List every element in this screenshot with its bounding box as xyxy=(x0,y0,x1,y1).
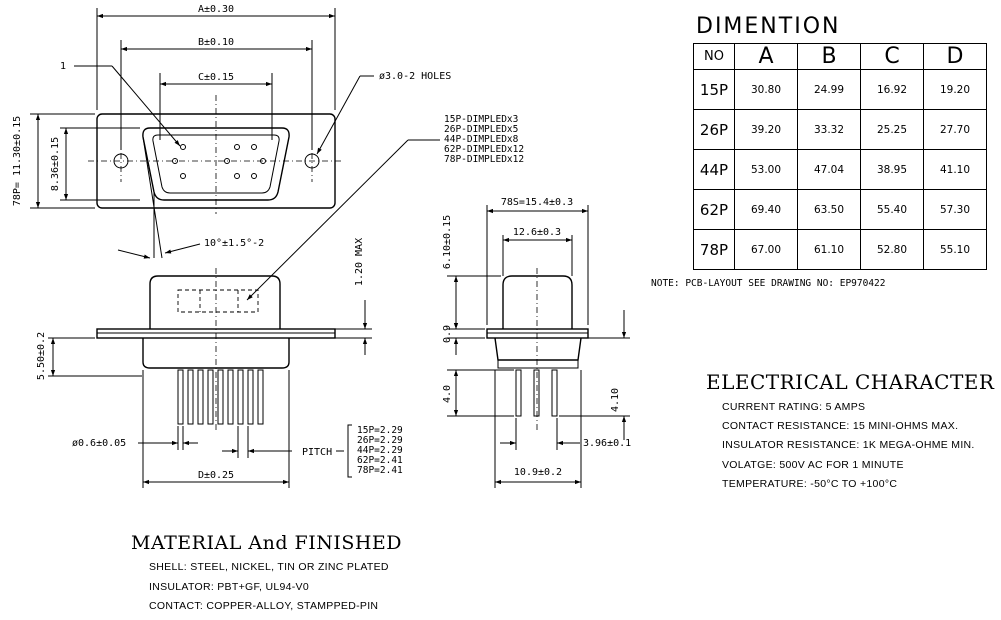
table-cell: 26P xyxy=(693,109,735,150)
column-header: A xyxy=(734,43,798,70)
pitch-value: 44P=2.29 xyxy=(357,445,403,456)
base-width-label: 10.9±0.2 xyxy=(514,467,562,478)
table-row: 44P 53.00 47.04 38.95 41.10 xyxy=(693,149,987,190)
electrical-line: INSULATOR RESISTANCE: 1K MEGA-OHME MIN. xyxy=(722,439,975,452)
table-cell: 38.95 xyxy=(860,149,924,190)
side-view: 78S=15.4±0.3 12.6±0.3 6.10±0.15 0.9 4.0 xyxy=(442,197,631,488)
table-cell: 27.70 xyxy=(923,109,987,150)
front-view: A±0.30 B±0.10 C±0.15 1 xyxy=(12,4,524,301)
pitch-value: 26P=2.29 xyxy=(357,435,403,446)
width-shell-label: 12.6±0.3 xyxy=(513,227,561,238)
dimpled-note: 44P-DIMPLEDx8 xyxy=(444,134,519,145)
dimpled-note: 15P-DIMPLEDx3 xyxy=(444,114,518,125)
material-line: INSULATOR: PBT+GF, UL94-V0 xyxy=(149,580,310,593)
height-inner-label: 8.36±0.15 xyxy=(50,137,61,191)
pcb-layout-note: NOTE: PCB-LAYOUT SEE DRAWING NO: EP97042… xyxy=(651,278,886,289)
table-header-row: NO A B C D xyxy=(693,43,987,70)
dimpled-note: 26P-DIMPLEDx5 xyxy=(444,124,518,135)
holes-label: ø3.0-2 HOLES xyxy=(379,71,451,82)
table-cell: 57.30 xyxy=(923,189,987,230)
electrical-line: TEMPERATURE: -50°C TO +100°C xyxy=(722,477,898,490)
pitch-value: 15P=2.29 xyxy=(357,425,403,436)
width-78s-label: 78S=15.4±0.3 xyxy=(501,197,573,208)
material-section: MATERIAL And FINISHED SHELL: STEEL, NICK… xyxy=(131,532,402,620)
dim-b-label: B±0.10 xyxy=(198,37,234,48)
table-cell: 25.25 xyxy=(860,109,924,150)
table-row: 26P 39.20 33.32 25.25 27.70 xyxy=(693,109,987,150)
material-title: MATERIAL And FINISHED xyxy=(131,532,403,554)
pin-length-label: 4.0 xyxy=(442,385,453,403)
table-cell: 78P xyxy=(693,229,735,270)
table-cell: 67.00 xyxy=(734,229,798,270)
table-cell: 53.00 xyxy=(734,149,798,190)
flange-thickness-label: 0.9 xyxy=(442,325,453,343)
dimpled-notes: 15P-DIMPLEDx3 26P-DIMPLEDx5 44P-DIMPLEDx… xyxy=(444,114,524,165)
table-cell: 33.32 xyxy=(797,109,861,150)
electrical-section: ELECTRICAL CHARACTER CURRENT RATING: 5 A… xyxy=(706,370,994,497)
contact-pins-front xyxy=(172,144,266,179)
table-cell: 41.10 xyxy=(923,149,987,190)
dimension-table-block: DIMENTION NO A B C D 15P 30.80 24.99 16.… xyxy=(693,14,987,270)
pitch-label: PITCH xyxy=(302,447,332,458)
table-cell: 44P xyxy=(693,149,735,190)
bottom-view: 1.20 MAX 5.50±0.2 ø0.6±0.05 PITCH 15P=2.… xyxy=(36,238,403,488)
angle-label: 10°±1.5°-2 xyxy=(204,238,264,249)
flange-offset-label: 5.50±0.2 xyxy=(36,332,47,380)
table-cell: 47.04 xyxy=(797,149,861,190)
table-cell: 39.20 xyxy=(734,109,798,150)
callout-1-label: 1 xyxy=(60,61,66,72)
electrical-line: CONTACT RESISTANCE: 15 MINI-OHMS MAX. xyxy=(722,420,959,433)
dim-c-label: C±0.15 xyxy=(198,72,234,83)
material-line: SHELL: STEEL, NICKEL, TIN OR ZINC PLATED xyxy=(149,561,389,573)
dimpled-note: 78P-DIMPLEDx12 xyxy=(444,154,524,165)
pitch-value: 78P=2.41 xyxy=(357,465,403,476)
table-cell: 15P xyxy=(693,69,735,110)
electrical-title: ELECTRICAL CHARACTER xyxy=(706,370,995,394)
table-row: 15P 30.80 24.99 16.92 19.20 xyxy=(693,69,987,110)
dimpled-note: 62P-DIMPLEDx12 xyxy=(444,144,524,155)
table-cell: 62P xyxy=(693,189,735,230)
table-cell: 55.10 xyxy=(923,229,987,270)
pin-offset-label: 3.96±0.1 xyxy=(583,438,631,449)
table-cell: 52.80 xyxy=(860,229,924,270)
dim-a-label: A±0.30 xyxy=(198,4,234,15)
column-header: C xyxy=(860,43,924,70)
height-78p-label: 78P= 11.30±0.15 xyxy=(12,116,23,206)
table-cell: 69.40 xyxy=(734,189,798,230)
dimension-table-title: DIMENTION xyxy=(696,14,841,39)
pitch-value: 62P=2.41 xyxy=(357,455,403,466)
table-cell: 16.92 xyxy=(860,69,924,110)
table-cell: 19.20 xyxy=(923,69,987,110)
dim-d-label: D±0.25 xyxy=(198,470,234,481)
pin-dia-label: ø0.6±0.05 xyxy=(72,438,126,449)
electrical-line: VOLATGE: 500V AC FOR 1 MINUTE xyxy=(722,458,904,471)
table-row: 78P 67.00 61.10 52.80 55.10 xyxy=(693,229,987,270)
table-cell: 24.99 xyxy=(797,69,861,110)
table-row: 62P 69.40 63.50 55.40 57.30 xyxy=(693,189,987,230)
pin-row xyxy=(177,369,264,425)
table-cell: 30.80 xyxy=(734,69,798,110)
column-header: D xyxy=(923,43,987,70)
pitch-values: 15P=2.29 26P=2.29 44P=2.29 62P=2.41 78P=… xyxy=(357,425,403,476)
dimension-table: NO A B C D 15P 30.80 24.99 16.92 19.20 2… xyxy=(693,43,987,270)
max-height-label: 1.20 MAX xyxy=(354,238,365,286)
electrical-line: CURRENT RATING: 5 AMPS xyxy=(722,401,866,413)
table-cell: 61.10 xyxy=(797,229,861,270)
column-header: NO xyxy=(693,43,735,70)
tail-length-label: 4.10 xyxy=(610,388,621,412)
column-header: B xyxy=(797,43,861,70)
table-cell: 55.40 xyxy=(860,189,924,230)
shell-height-label: 6.10±0.15 xyxy=(442,215,453,269)
table-cell: 63.50 xyxy=(797,189,861,230)
material-line: CONTACT: COPPER-ALLOY, STAMPPED-PIN xyxy=(149,600,379,612)
